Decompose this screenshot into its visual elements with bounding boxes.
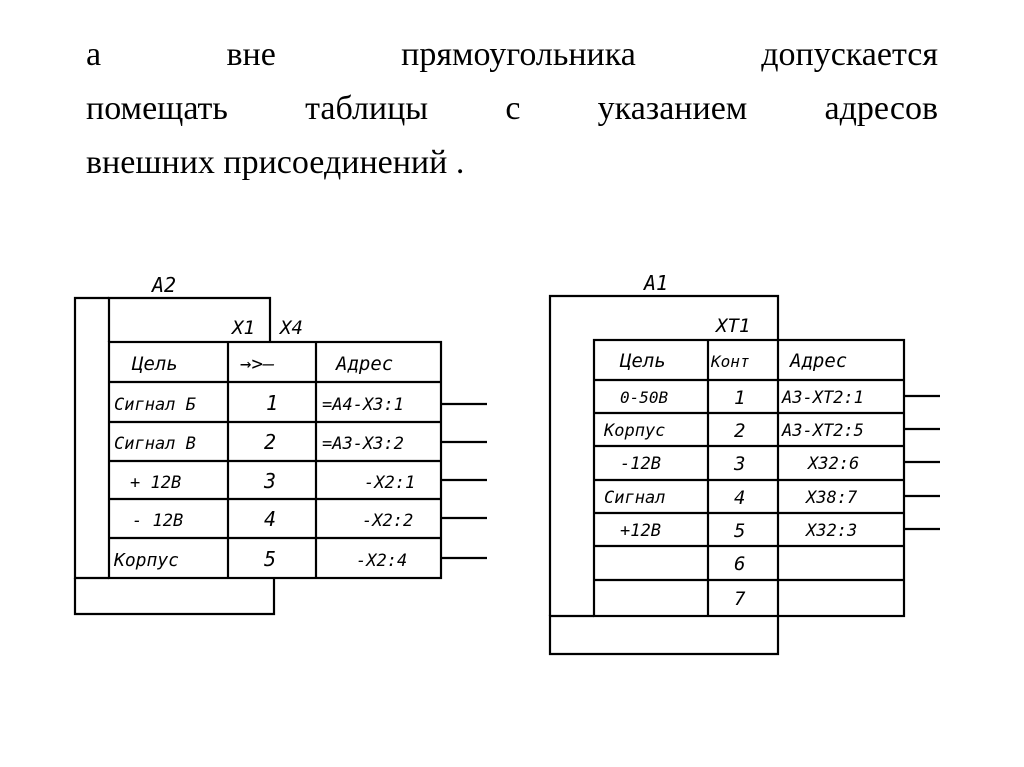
left-block-outline — [107, 296, 272, 342]
right-row-1-target: 0-50В — [620, 388, 669, 407]
left-row-1-address: =A4-X3:1 — [322, 395, 404, 415]
right-row-3-pin: 3 — [733, 453, 745, 475]
right-header-address: Адрес — [789, 350, 847, 372]
heading-line-3: внешних присоединений . — [86, 144, 465, 181]
left-row-5-pin: 5 — [264, 547, 276, 571]
left-header-symbol: →>— — [240, 353, 275, 375]
right-block-outline-left — [548, 294, 780, 616]
left-row-2-target: Сигнал В — [114, 434, 196, 454]
right-row-4-address: X38:7 — [804, 488, 858, 508]
left-row-3-target: + 12В — [130, 473, 181, 493]
left-row-4-pin: 4 — [264, 507, 276, 531]
right-block-label: A1 — [642, 271, 668, 295]
right-row-1-address: A3-XT2:1 — [781, 388, 864, 408]
heading-line-2: помещать таблицы с указанием адресов — [86, 90, 938, 127]
right-block-outline — [548, 614, 780, 656]
heading-text: а вне прямоугольника допускается помещат… — [86, 28, 938, 190]
diagram-left — [73, 296, 487, 616]
heading-line-1: а вне прямоугольника допускается — [86, 36, 938, 73]
right-row-4-target: Сигнал — [604, 488, 665, 508]
left-row-1-target: Сигнал Б — [114, 395, 197, 415]
diagram-right — [548, 294, 940, 656]
right-row-5-target: +12В — [620, 521, 661, 541]
right-row-7-pin: 7 — [734, 588, 746, 610]
left-header-address: Адрес — [335, 353, 393, 375]
right-row-2-pin: 2 — [734, 420, 745, 442]
left-row-5-address: -X2:4 — [356, 551, 407, 571]
left-row-4-address: -X2:2 — [362, 511, 413, 531]
right-labels: A1 XT1 Цель Конт Адрес 0-50В 1 A3-XT2:1 … — [603, 271, 864, 610]
left-header-target: Цель — [131, 353, 178, 375]
right-row-6-pin: 6 — [734, 553, 745, 575]
right-row-2-address: A3-XT2:5 — [781, 421, 864, 441]
right-row-5-pin: 5 — [734, 520, 745, 542]
right-row-1-pin: 1 — [734, 387, 745, 409]
right-row-4-pin: 4 — [734, 487, 745, 509]
right-row-5-address: X32:3 — [804, 521, 857, 541]
right-row-2-target: Корпус — [603, 421, 665, 441]
left-row-2-address: =A3-X3:2 — [322, 434, 404, 454]
right-connector-label: XT1 — [714, 315, 750, 337]
left-row-2-pin: 2 — [264, 430, 276, 454]
left-row-1-pin: 1 — [266, 391, 278, 415]
left-row-5-target: Корпус — [113, 550, 179, 571]
left-connector-label-x4: X4 — [278, 317, 303, 339]
left-connector-label-x1: X1 — [230, 317, 255, 339]
left-block-outline-lower — [73, 296, 109, 580]
right-row-3-target: -12В — [620, 454, 661, 474]
left-block-tail — [73, 578, 276, 616]
right-table-frame — [592, 338, 906, 618]
left-block-label: A2 — [150, 273, 176, 297]
right-header-contact: Конт — [710, 352, 750, 371]
left-row-4-target: - 12В — [132, 511, 183, 531]
left-labels: A2 X1 X4 Цель →>— Адрес Сигнал Б 1 =A4-X… — [113, 273, 415, 571]
left-row-3-address: -X2:1 — [364, 473, 415, 493]
right-header-target: Цель — [619, 350, 666, 372]
left-row-3-pin: 3 — [263, 469, 276, 493]
right-row-3-address: X32:6 — [806, 454, 859, 474]
